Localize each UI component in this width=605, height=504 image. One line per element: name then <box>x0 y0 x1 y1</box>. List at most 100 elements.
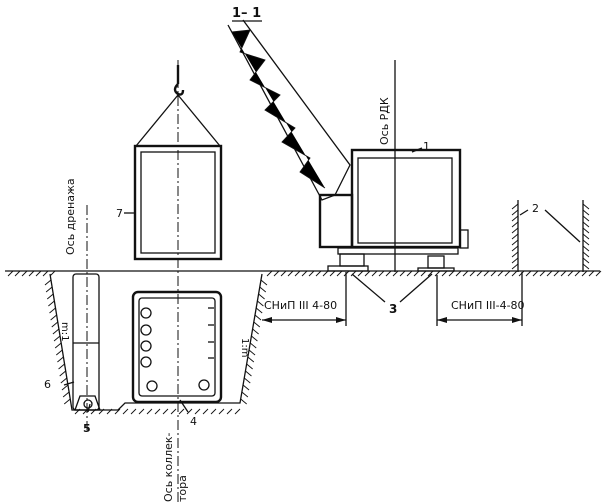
wall-right <box>582 200 590 272</box>
hatch-mark <box>50 314 57 321</box>
hatch-mark <box>511 221 519 228</box>
hatch-mark <box>455 270 462 277</box>
hatch-mark <box>255 307 263 314</box>
hatch-mark <box>49 307 56 314</box>
hatch-mark <box>567 270 574 277</box>
hatch-mark <box>44 279 52 286</box>
trench <box>44 273 268 415</box>
hatch-mark <box>240 398 247 405</box>
hatch-mark <box>532 270 539 277</box>
hatch-mark <box>553 270 560 277</box>
hatch-mark <box>315 270 322 277</box>
hatch-mark <box>57 356 64 363</box>
hatch-mark <box>251 335 258 342</box>
hatch-mark <box>434 270 441 277</box>
hatch-mark <box>582 227 590 234</box>
hatch-mark <box>490 270 497 277</box>
hatch-mark <box>483 270 490 277</box>
hatch-mark <box>511 203 519 210</box>
hatch-mark <box>574 270 581 277</box>
hatch-mark <box>462 270 469 277</box>
hatch-mark <box>582 215 590 222</box>
hatch-mark <box>247 356 255 363</box>
hatch-mark <box>241 391 249 398</box>
hatch-mark <box>194 408 201 415</box>
hatch-mark <box>178 408 185 415</box>
hatch-mark <box>582 203 590 210</box>
hatch-mark <box>511 270 518 277</box>
hatch-mark <box>511 209 519 216</box>
hatch-mark <box>476 270 483 277</box>
hatch-mark <box>469 270 476 277</box>
hatch-mark <box>170 408 177 415</box>
hatch-mark <box>122 408 129 415</box>
hatch-mark <box>259 286 267 293</box>
crane <box>227 19 469 272</box>
hatch-mark <box>399 270 406 277</box>
hatch-mark <box>248 349 256 356</box>
hatch-mark <box>427 270 434 277</box>
hatch-mark <box>14 270 21 277</box>
hatch-mark <box>511 239 519 246</box>
hatch-mark <box>392 270 399 277</box>
callout-leaders <box>63 147 581 413</box>
callout-7: 7 <box>116 207 123 220</box>
hatch-mark <box>46 293 54 300</box>
hatch-mark <box>260 279 268 286</box>
callout-4: 4 <box>190 415 197 428</box>
dimension-left <box>262 272 347 326</box>
dimension-right <box>436 272 523 326</box>
hatch-mark <box>245 370 252 377</box>
hatch-mark <box>249 342 257 349</box>
ground-line <box>5 270 602 277</box>
hatch-mark <box>51 321 59 328</box>
hatch-mark <box>582 209 590 216</box>
hatch-mark <box>146 408 153 415</box>
hatch-mark <box>595 270 602 277</box>
collector-box <box>131 290 223 404</box>
hatch-mark <box>406 270 413 277</box>
hatch-mark <box>448 270 455 277</box>
callout-2: 2 <box>532 202 539 215</box>
callout-6: 6 <box>44 378 51 391</box>
hatch-mark <box>35 270 42 277</box>
callout-3: 3 <box>389 302 397 316</box>
lifted-box <box>133 94 223 261</box>
hatch-mark <box>106 408 113 415</box>
hatch-mark <box>350 270 357 277</box>
hatch-mark <box>226 408 233 415</box>
hatch-mark <box>329 270 336 277</box>
hatch-mark <box>413 270 420 277</box>
drainage-pipe <box>72 273 101 411</box>
hatch-mark <box>45 286 53 293</box>
hatch-mark <box>322 270 329 277</box>
dimension-right-label: СНиП III-4-80 <box>451 299 525 312</box>
rdk-axis-label: Ось РДК <box>378 97 391 145</box>
hatch-mark <box>254 314 262 321</box>
hatch-mark <box>246 363 253 370</box>
hatch-mark <box>546 270 553 277</box>
callout-5: 5 <box>83 422 91 435</box>
hatch-mark <box>385 270 392 277</box>
slope-right-label: 1:m <box>239 338 250 357</box>
hatch-mark <box>162 408 169 415</box>
hatch-mark <box>58 363 65 370</box>
slope-left-label: m:1 <box>59 322 70 341</box>
hatch-mark <box>218 408 225 415</box>
hatch-mark <box>511 215 519 222</box>
hatch-mark <box>53 335 61 342</box>
hatch-mark <box>273 270 280 277</box>
hatch-mark <box>511 245 519 252</box>
hatch-mark <box>138 408 145 415</box>
hatch-mark <box>280 270 287 277</box>
hatch-mark <box>114 408 121 415</box>
wall-left <box>511 200 519 272</box>
hatch-mark <box>42 270 49 277</box>
hatch-mark <box>364 270 371 277</box>
hatch-mark <box>130 408 137 415</box>
hatch-mark <box>294 270 301 277</box>
hatch-mark <box>588 270 595 277</box>
drainage-axis-label: Ось дренажа <box>64 178 77 255</box>
hatch-mark <box>511 227 519 234</box>
